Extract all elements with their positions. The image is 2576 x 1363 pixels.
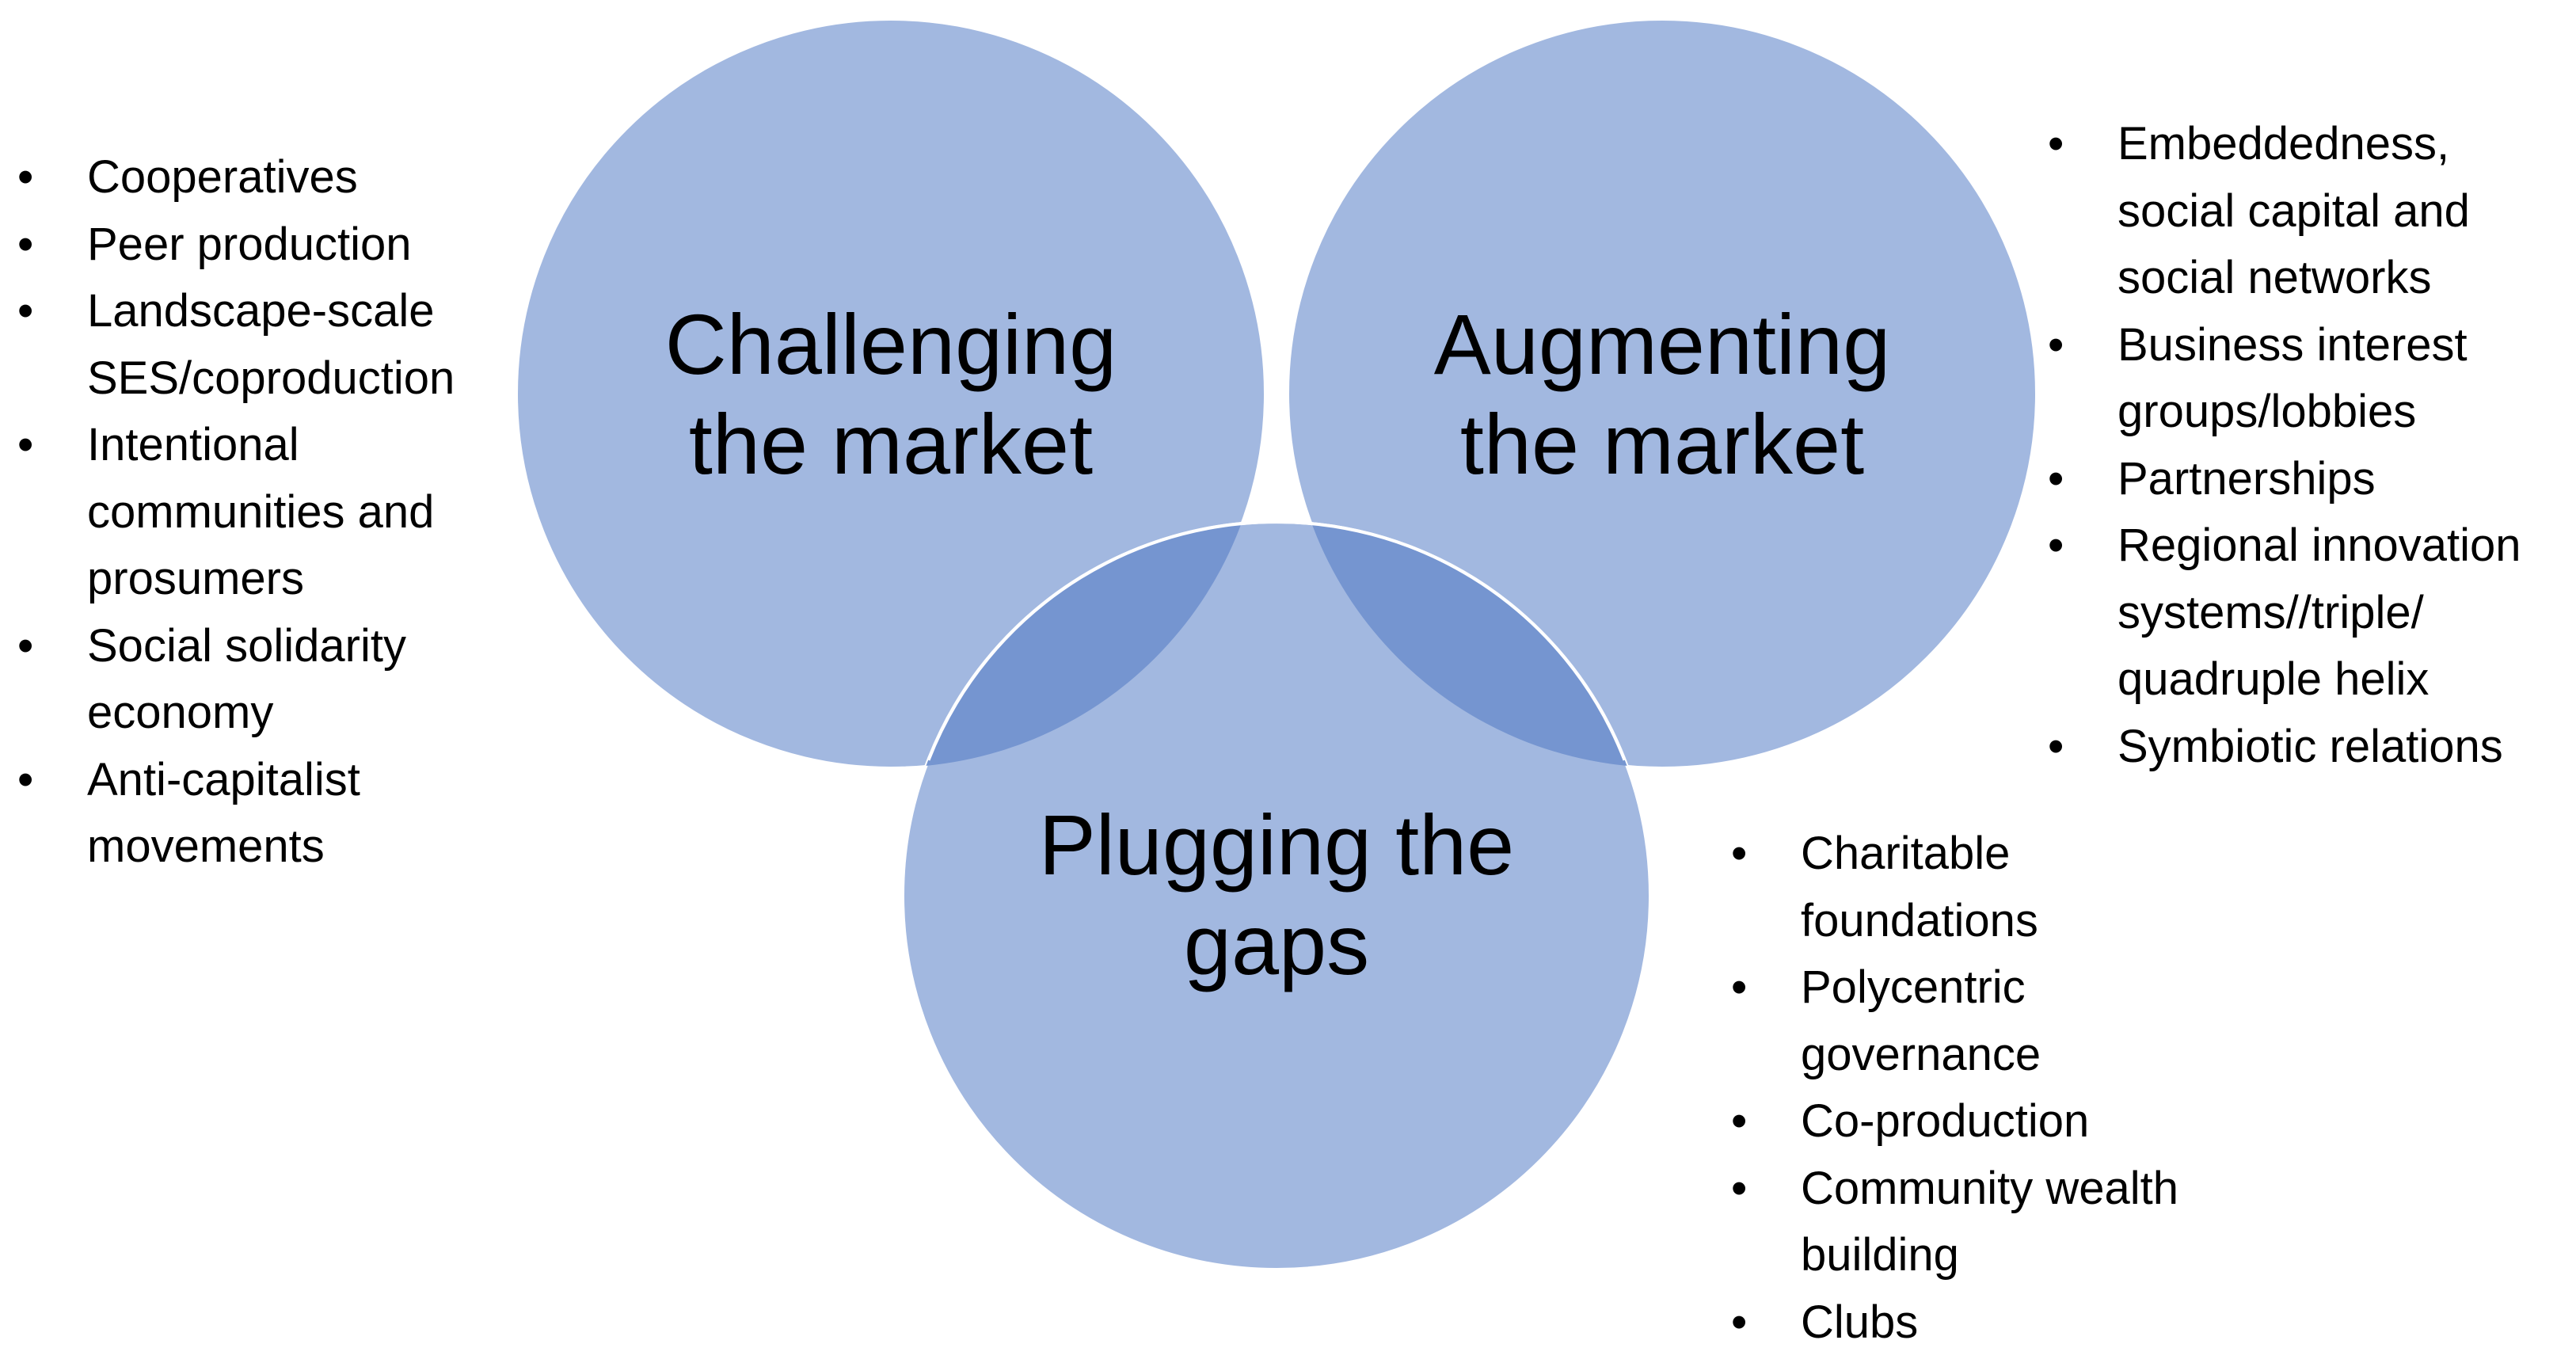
list-item: Co-production <box>1731 1088 2222 1156</box>
augmenting-examples-list: Embeddedness, social capital and social … <box>2048 111 2570 780</box>
list-item: Charitable foundations <box>1731 820 2222 954</box>
list-item: Social solidarity economy <box>17 613 516 747</box>
list-item: Landscape-scale SES/coproduction <box>17 278 516 412</box>
label-augmenting-the-market: Augmenting the market <box>1409 295 1916 494</box>
list-item: Community wealth building <box>1731 1156 2222 1289</box>
list-item: Polycentric governance <box>1731 954 2222 1088</box>
list-item: Partnerships <box>2048 446 2570 513</box>
list-item: Peer production <box>17 211 516 279</box>
label-challenging-the-market: Challenging the market <box>637 295 1144 494</box>
plugging-examples-list: Charitable foundations Polycentric gover… <box>1731 820 2222 1356</box>
list-item: Clubs <box>1731 1289 2222 1357</box>
list-item: Regional innovation systems//triple/ qua… <box>2048 512 2570 714</box>
label-augmenting-line1: Augmenting <box>1433 296 1891 392</box>
overlap-outline <box>927 520 1627 761</box>
list-item: Intentional communities and prosumers <box>17 412 516 613</box>
list-item: Symbiotic relations <box>2048 714 2570 781</box>
label-challenging-line1: Challenging <box>664 296 1117 392</box>
list-item: Embeddedness, social capital and social … <box>2048 111 2570 312</box>
list-item: Business interest groups/lobbies <box>2048 312 2570 446</box>
label-challenging-line2: the market <box>688 396 1094 492</box>
label-augmenting-line2: the market <box>1459 396 1865 492</box>
label-plugging-line2: gaps <box>1183 897 1370 992</box>
challenging-examples-list: Cooperatives Peer production Landscape-s… <box>17 144 516 881</box>
overlap-challenging-plugging <box>903 522 1265 767</box>
label-plugging-line1: Plugging the <box>1038 797 1515 893</box>
list-item: Anti-capitalist movements <box>17 747 516 881</box>
list-item: Cooperatives <box>17 144 516 211</box>
label-plugging-the-gaps: Plugging the gaps <box>1023 795 1530 995</box>
overlap-augmenting-plugging <box>1288 522 1650 767</box>
